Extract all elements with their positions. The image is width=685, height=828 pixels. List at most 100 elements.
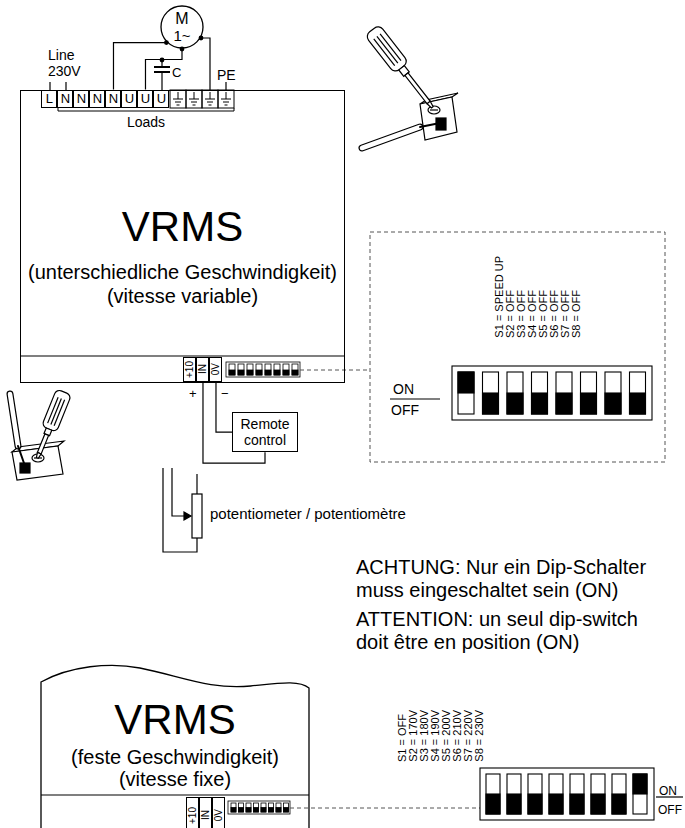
earth-wire [225, 82, 226, 90]
control-terminal: 0V [212, 797, 225, 828]
motor-text: 1~ [173, 28, 190, 44]
dip-switch-small [246, 803, 251, 812]
terminal-cell: N [105, 90, 121, 109]
dip-switch-label: S3 = 180V [419, 710, 430, 762]
text-row: (feste Geschwindigkeit) [40, 746, 310, 769]
box-label: Remote control [236, 416, 294, 448]
earth-terminal [170, 90, 186, 108]
dip-switch-small [238, 370, 244, 375]
dip-switch-label: S7 = 220V [463, 710, 474, 762]
dip-switch-large [633, 774, 647, 814]
dip-switch-label: S2 = 170V [408, 710, 419, 762]
polarity-sign: − [221, 384, 229, 402]
dip-switch-label: S8 = 230V [474, 710, 485, 762]
earth-terminal [194, 92, 195, 99]
earth-terminal [205, 99, 215, 100]
dip-switch-small [254, 803, 259, 812]
motor-wiring [154, 38, 210, 90]
dip-switch-small [265, 370, 271, 375]
dip-switch-large [556, 372, 572, 414]
warning-note: ACHTUNG: Nur ein Dip-Schalter muss einge… [356, 556, 674, 602]
dip-switch-small [261, 808, 266, 813]
dip-switch-large [605, 372, 621, 414]
dip-switch-label: S4 = OFF [527, 290, 538, 338]
switch-state-label: ON [659, 781, 677, 799]
warning-note: ATTENTION: un seul dip-switch doit être … [356, 608, 674, 654]
potentiometer-symbol [163, 468, 202, 552]
earth-terminal [210, 92, 211, 99]
text-row: (unterschiedliche Geschwindigkeit) [21, 261, 344, 284]
dip-switch-large [528, 794, 542, 814]
cable-illustration [362, 127, 420, 148]
terminal-label: 0V [211, 363, 221, 375]
housing-text: VRMS [122, 203, 243, 251]
terminal-block-illustration [430, 109, 438, 110]
dip-switch-large [581, 372, 597, 414]
dip-switch-large [570, 774, 584, 814]
motor-outline [161, 6, 203, 48]
dip-switch-label: S2 = OFF [505, 290, 516, 338]
text-row: VRMS [40, 696, 310, 744]
supply-label: Line 230V [48, 47, 92, 79]
cable-illustration [18, 446, 25, 466]
potentiometer-symbol [172, 468, 185, 516]
dip-switch-small [284, 808, 289, 813]
terminal-label: U [125, 92, 134, 107]
control-terminal: IN [199, 797, 212, 828]
dip-switch-large [458, 372, 474, 393]
dip-switch-large [507, 774, 521, 814]
dip-switch-label: S7 = 220V [463, 710, 474, 762]
control-terminal: +10 [186, 797, 199, 828]
motor-symbol: M1~ [160, 5, 204, 49]
dip-switch-small [229, 370, 235, 375]
dip-switch-large [630, 393, 646, 414]
dip-switch-small [261, 803, 266, 812]
housing-text: (feste Geschwindigkeit) [71, 746, 279, 769]
dip-switch-label: S6 = OFF [549, 290, 560, 338]
dip-switch-small [226, 362, 300, 377]
dip-switch-large [483, 372, 499, 414]
dip-switch-large [532, 393, 548, 414]
dip-switch-large [452, 366, 652, 420]
screwdriver-illustration [48, 397, 58, 423]
warning-note: ATTENTION: un seul dip-switch doit être … [356, 608, 674, 654]
motor-wiring [201, 38, 210, 90]
supply-label: Line 230V [48, 47, 92, 79]
housing-text: (vitesse variable) [107, 285, 258, 308]
bus-label: Loads [116, 114, 176, 130]
remote-control-box: Remote control [232, 412, 298, 452]
terminal-cell: L [41, 90, 57, 109]
dip-switch-small [283, 370, 289, 375]
polarity-sign: + [189, 387, 197, 402]
dip-switch-label: S6 = 210V [452, 710, 463, 762]
cable-illustration [362, 127, 420, 148]
wire-connection [113, 43, 166, 90]
capacitor-label: C [172, 63, 181, 81]
dip-switch-large [480, 768, 654, 820]
dip-switch-large [458, 372, 474, 414]
dip-switch-label: S8 = OFF [571, 290, 582, 338]
dip-switch-large [549, 774, 563, 814]
switch-state-label: ON [393, 380, 414, 398]
earth-terminal [202, 90, 218, 108]
earth-terminal [178, 92, 179, 99]
dip-switch-label: S7 = OFF [560, 290, 571, 338]
motor-wiring [161, 72, 162, 90]
housing-outline [41, 665, 309, 828]
dip-switch-small [229, 364, 235, 375]
dip-switch-large [483, 393, 499, 414]
terminal-label: L [46, 92, 53, 107]
earth-terminal [173, 99, 183, 100]
dip-switch-label: S6 = OFF [549, 290, 560, 338]
dip-switch-label: S5 = 200V [441, 710, 452, 762]
earth-wire [225, 82, 226, 90]
terminal-block-illustration [12, 93, 458, 480]
dip-switch-small [284, 803, 289, 812]
switch-state-label: OFF [391, 401, 419, 419]
dip-switch-label: S1 = OFF [397, 714, 408, 762]
earth-terminal [218, 90, 234, 108]
control-terminal: IN [196, 357, 209, 382]
terminal-label: N [93, 92, 102, 107]
